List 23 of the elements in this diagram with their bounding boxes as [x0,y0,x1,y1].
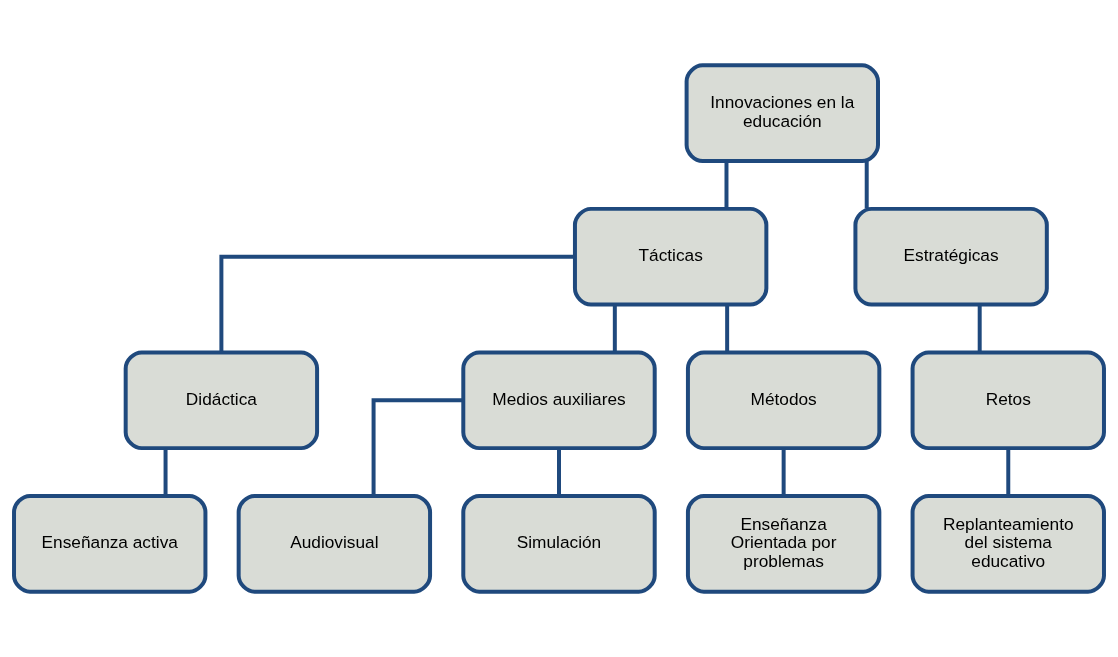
node-box: Enseñanza Orientada por problemas [685,494,882,594]
connector [557,448,561,496]
connector [724,161,729,209]
connector [781,448,786,496]
node-box: Audiovisual [236,494,433,594]
connector [219,254,575,353]
connector [612,304,617,352]
connector [1006,448,1011,496]
node-box: Enseñanza activa [12,494,208,594]
node-box: Tácticas [572,206,769,307]
node-box: Replanteamiento del sistema educativo [910,494,1106,594]
node-box: Innovaciones en la educación [684,63,880,163]
connector [977,304,982,352]
node-box: Métodos [685,350,882,451]
connector [725,304,730,352]
node-box: Retos [910,350,1106,451]
node-box: Didáctica [123,350,320,451]
connector [163,448,168,496]
connector [371,398,464,496]
node-box: Estratégicas [853,206,1049,307]
connector [864,161,869,209]
node-box: Simulación [461,494,657,594]
node-box: Medios auxiliares [461,350,657,451]
